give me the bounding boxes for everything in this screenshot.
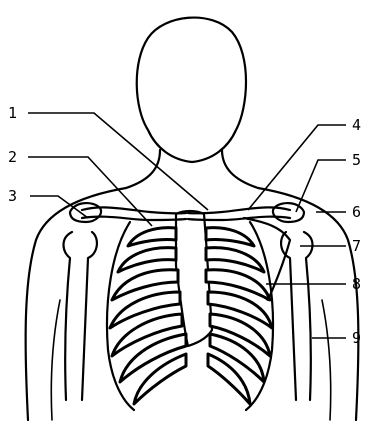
ribs-left (110, 228, 186, 404)
label-3: 3 (8, 187, 17, 205)
arm-line-right (322, 300, 331, 420)
humerus-left (64, 232, 97, 400)
label-6: 6 (352, 203, 361, 221)
leader-5 (296, 160, 346, 212)
arm-line-left (51, 300, 60, 420)
leader-3 (30, 196, 88, 218)
label-1: 1 (8, 104, 17, 122)
body-outline-left (26, 188, 126, 420)
label-7: 7 (352, 237, 361, 255)
label-9: 9 (352, 329, 361, 347)
shoulder-joint-left (70, 203, 101, 222)
label-5: 5 (352, 151, 361, 169)
label-8: 8 (352, 275, 361, 293)
neck-right (222, 150, 258, 188)
leader-lines (28, 113, 346, 338)
label-4: 4 (352, 116, 361, 134)
leader-2 (28, 157, 152, 226)
ribs-right (206, 228, 272, 404)
head-outline (137, 18, 246, 162)
label-2: 2 (8, 148, 17, 166)
